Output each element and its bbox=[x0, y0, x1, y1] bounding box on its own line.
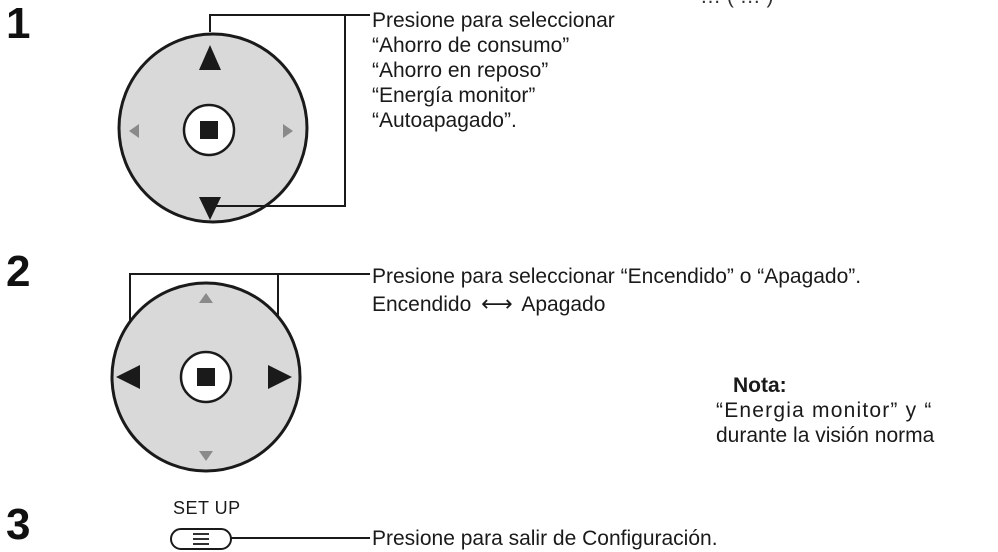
note-block: Nota: “Energia monitor” y “ durante la v… bbox=[716, 373, 934, 448]
option-apagado: Apagado bbox=[521, 293, 606, 316]
step1-instructions: Presione para seleccionar “Ahorro de con… bbox=[372, 8, 615, 133]
step1-line: “Energía monitor” bbox=[372, 84, 536, 107]
right-arrow-icon bbox=[283, 124, 293, 138]
right-arrow-icon bbox=[268, 365, 292, 389]
step-number-2: 2 bbox=[6, 247, 31, 296]
step-number-1: 1 bbox=[6, 0, 31, 48]
setup-button-label: SET UP bbox=[173, 498, 241, 518]
left-arrow-icon bbox=[116, 365, 140, 389]
remote-dpad-step1 bbox=[117, 32, 309, 224]
step1-line: Presione para seleccionar bbox=[372, 9, 615, 32]
enter-button-square bbox=[200, 121, 218, 139]
menu-icon bbox=[193, 533, 209, 545]
note-line: “Energia monitor” y “ bbox=[716, 399, 933, 422]
option-encendido: Encendido bbox=[372, 293, 472, 316]
step1-line: “Ahorro de consumo” bbox=[372, 34, 570, 57]
note-line: durante la visión norma bbox=[716, 424, 935, 447]
left-arrow-icon bbox=[129, 124, 139, 138]
remote-dpad-step2 bbox=[110, 281, 302, 473]
double-arrow-icon: ⟷ bbox=[481, 292, 513, 317]
step2-instruction: Presione para seleccionar “Encendido” o … bbox=[372, 265, 862, 288]
step1-line: “Ahorro en reposo” bbox=[372, 59, 549, 82]
enter-button-square bbox=[197, 368, 215, 386]
down-arrow-icon bbox=[199, 197, 221, 220]
step2-toggle: Encendido ⟷ Apagado bbox=[372, 292, 605, 317]
up-arrow-icon bbox=[199, 45, 221, 70]
top-cut-text: … ( … ) bbox=[700, 0, 774, 9]
step3-instruction: Presione para salir de Configuración. bbox=[372, 527, 718, 550]
step-number-3: 3 bbox=[6, 500, 31, 549]
step1-line: “Autoapagado”. bbox=[372, 109, 517, 132]
setup-button bbox=[170, 528, 232, 550]
up-arrow-icon bbox=[199, 293, 213, 303]
down-arrow-icon bbox=[199, 451, 213, 461]
note-title: Nota: bbox=[733, 374, 787, 397]
